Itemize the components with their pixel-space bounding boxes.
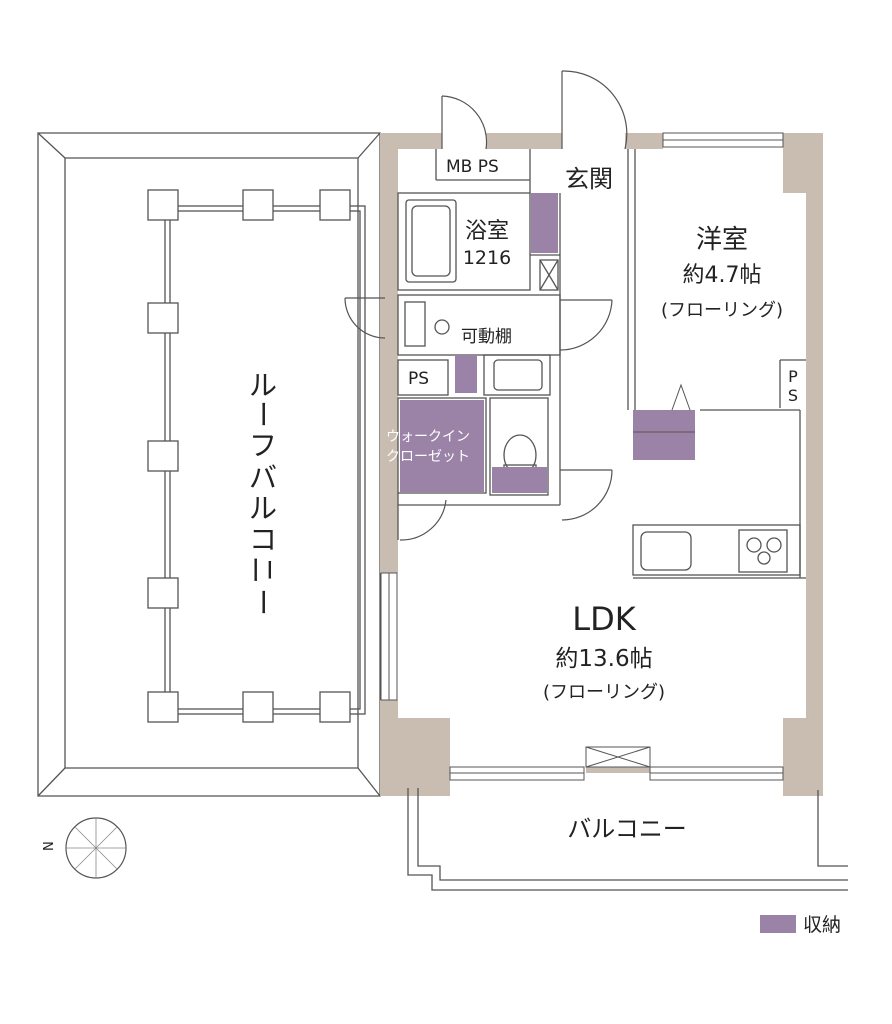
compass: N bbox=[42, 817, 127, 879]
legend-swatch bbox=[760, 915, 796, 933]
balcony bbox=[407, 788, 848, 891]
roof-balcony-char: ー bbox=[246, 400, 279, 428]
roof-balcony-char: ル bbox=[249, 492, 277, 525]
wic-label-bottom: クローゼット bbox=[386, 449, 470, 465]
roof-balcony-char: ル bbox=[249, 369, 277, 402]
roof-balcony-label: ル ー フ バ ル コ ニ ー bbox=[246, 369, 279, 616]
ps-left-label: PS bbox=[408, 369, 429, 389]
railing-posts bbox=[147, 189, 351, 723]
walls bbox=[380, 133, 823, 796]
compass-letter: N bbox=[42, 841, 57, 851]
yoshitsu-name: 洋室 bbox=[696, 225, 748, 255]
wic-label-top: ウォークイン bbox=[386, 429, 470, 445]
storage-areas bbox=[400, 193, 695, 493]
genkan-label: 玄関 bbox=[565, 165, 613, 193]
yoshitsu-floor: (フローリング) bbox=[661, 300, 783, 321]
ldk-name: LDK bbox=[572, 600, 636, 638]
balcony-label: バルコニー bbox=[567, 815, 687, 843]
bath-name: 浴室 bbox=[465, 219, 509, 244]
ldk-floor: (フローリング) bbox=[543, 682, 665, 703]
legend: 収納 bbox=[760, 914, 841, 936]
roof-balcony-char: ー bbox=[246, 588, 279, 616]
toilet-storage bbox=[492, 467, 547, 493]
ldk-size: 約13.6帖 bbox=[555, 646, 652, 672]
roof-balcony-char: フ bbox=[249, 429, 277, 462]
roof-balcony bbox=[37, 132, 381, 797]
shelf-storage bbox=[455, 355, 477, 393]
roof-balcony-char: バ bbox=[249, 461, 277, 494]
ps-right-label-top: P bbox=[788, 367, 798, 386]
yoshitsu-size: 約4.7帖 bbox=[683, 263, 762, 288]
roof-balcony-char: ニ bbox=[246, 556, 279, 584]
ps-right-label-bottom: S bbox=[788, 386, 798, 405]
mbps-label: MB PS bbox=[446, 157, 499, 177]
doors bbox=[344, 70, 628, 541]
labels: MB PS 玄関 洋室 約4.7帖 (フローリング) 浴室 1216 可動棚 P… bbox=[246, 157, 798, 843]
genkan-storage bbox=[531, 193, 558, 253]
windows bbox=[380, 132, 784, 781]
yoshitsu-storage bbox=[633, 410, 695, 460]
wic-storage bbox=[400, 400, 484, 492]
shelf-label: 可動棚 bbox=[461, 327, 512, 347]
bath-size: 1216 bbox=[463, 247, 511, 269]
roof-balcony-char: コ bbox=[249, 523, 277, 556]
legend-label: 収納 bbox=[803, 914, 841, 936]
interior-lines bbox=[397, 149, 806, 579]
